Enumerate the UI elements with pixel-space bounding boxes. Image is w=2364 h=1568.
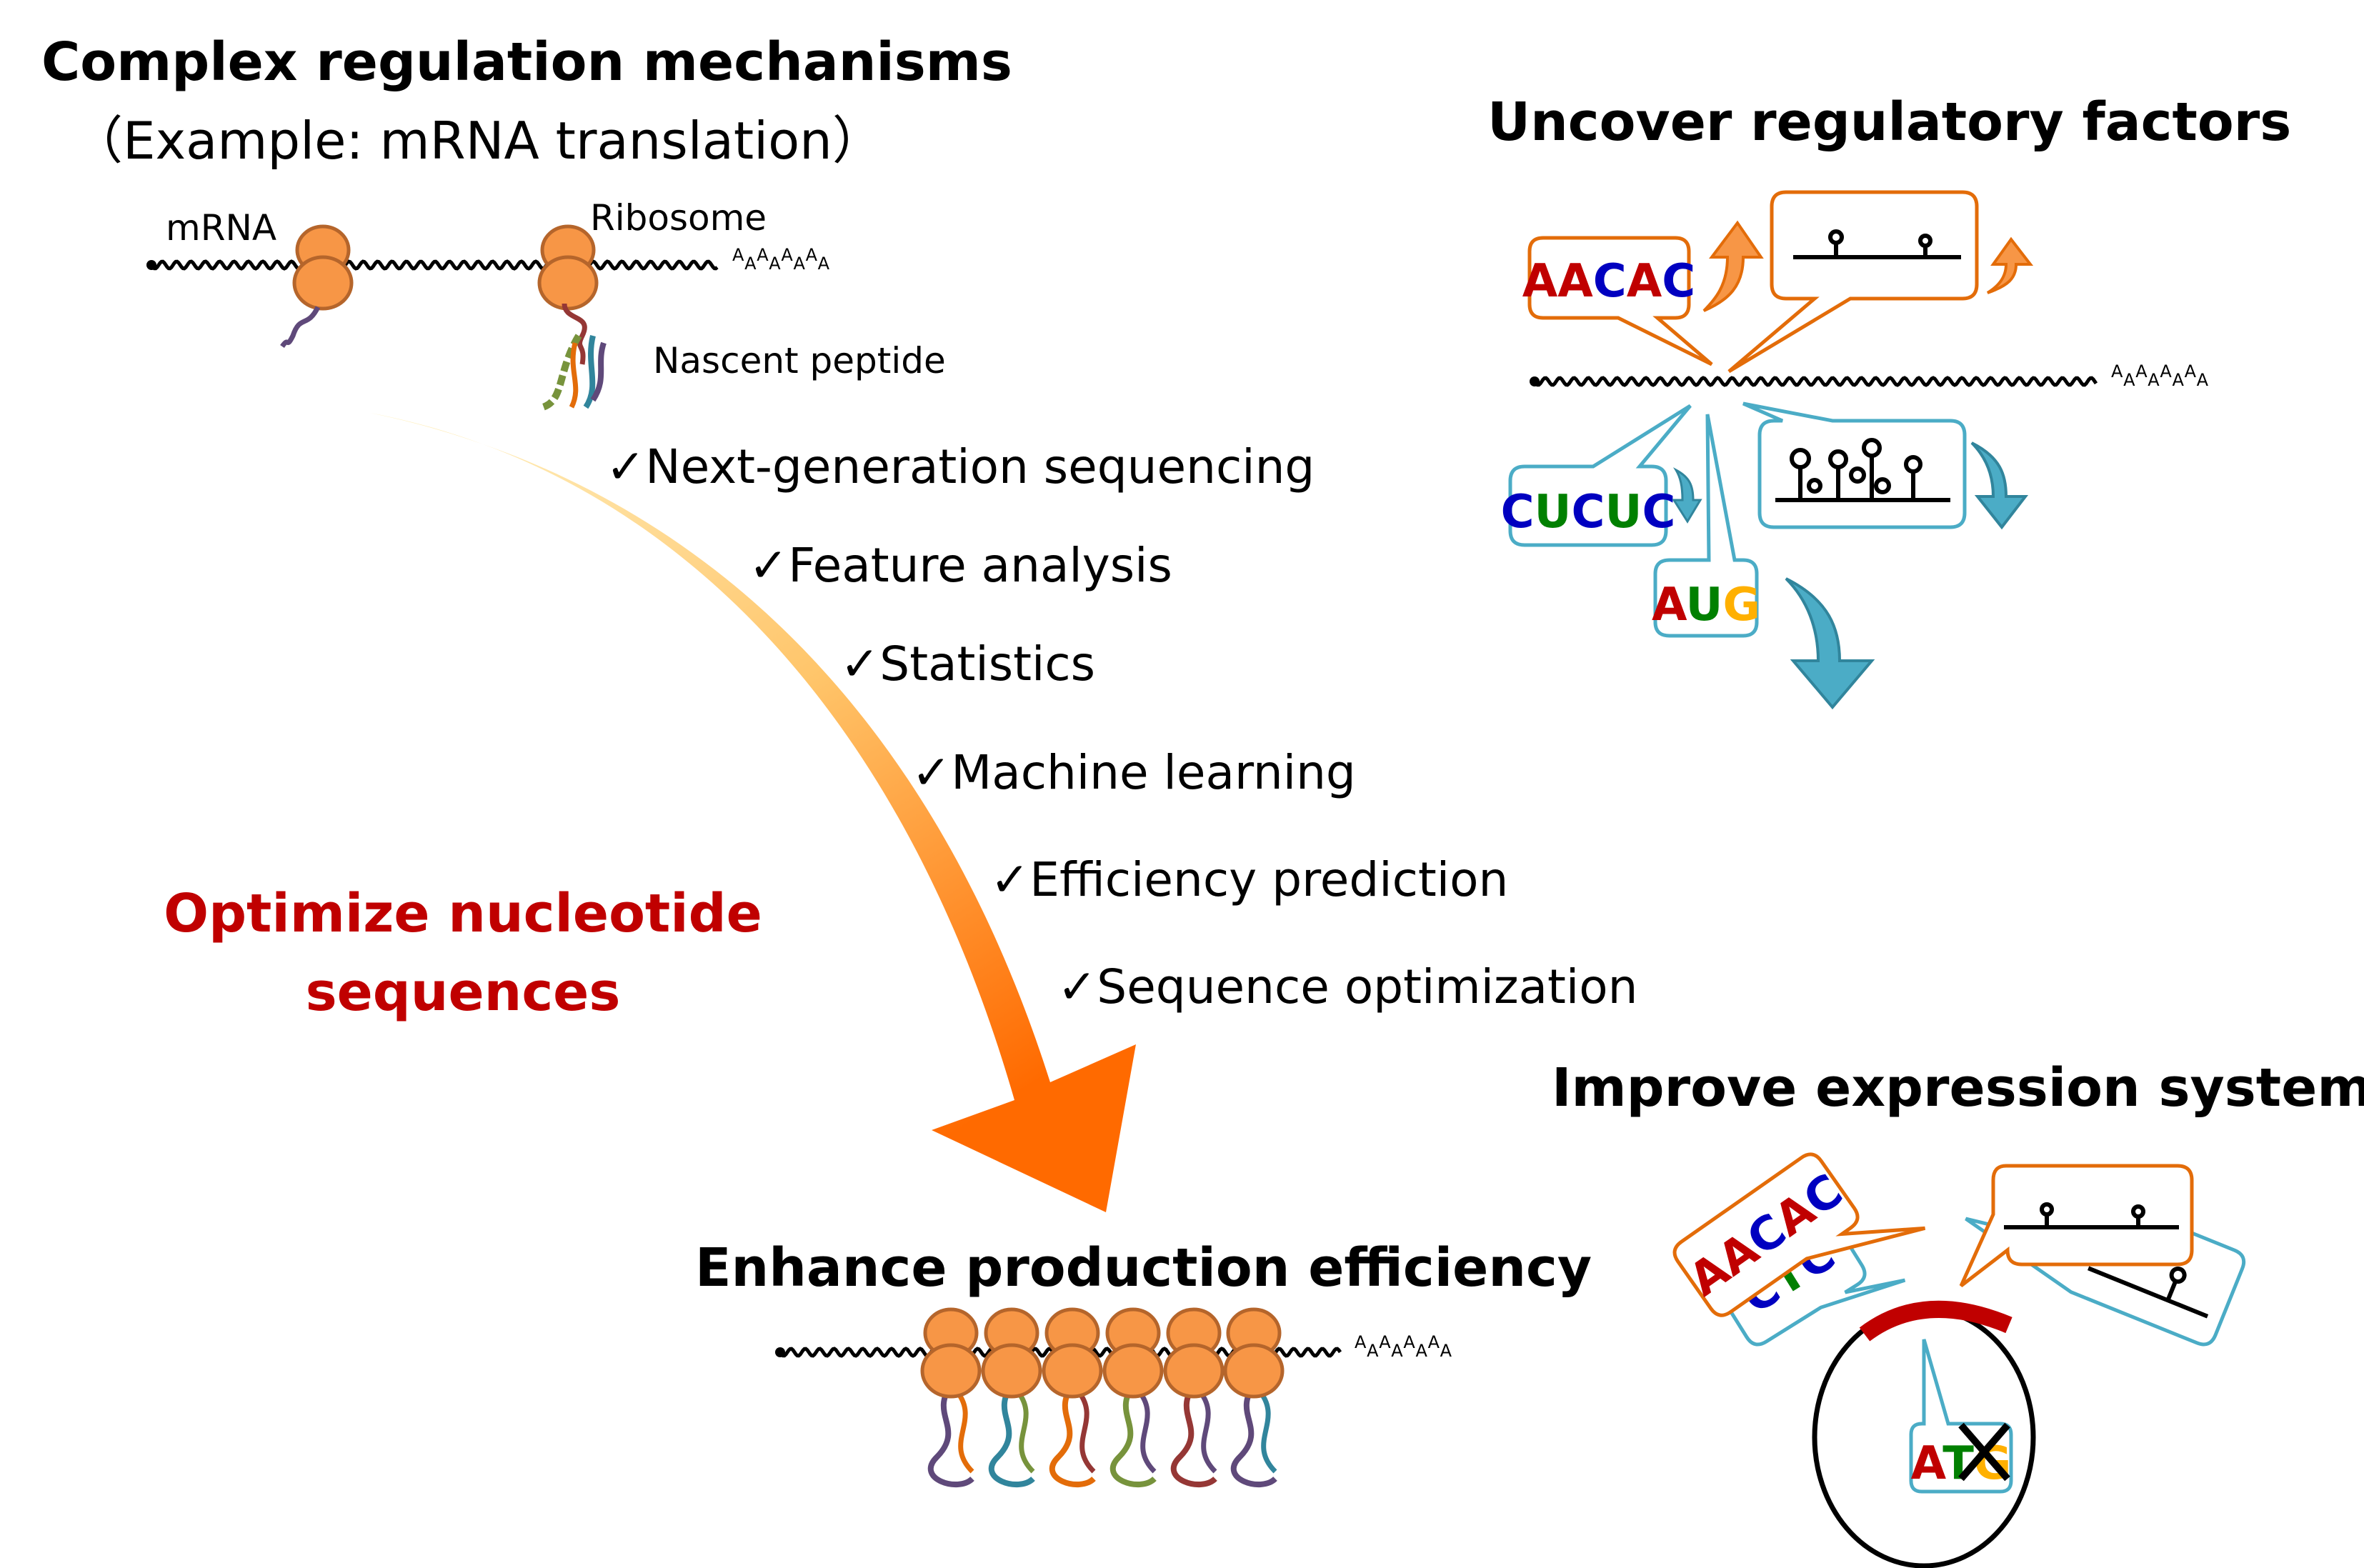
bottom-title: Enhance production efficiency xyxy=(695,1237,1592,1299)
check-item-feature: ✓Feature analysis xyxy=(749,538,1172,593)
down-arrow-icon-large xyxy=(1785,577,1875,710)
improve-title: Improve expression systems xyxy=(1552,1057,2364,1119)
multi-hairpin-icon xyxy=(1775,438,1950,502)
peptide-chain xyxy=(1259,1391,1277,1474)
up-arrow-icon-small xyxy=(1986,236,2034,294)
mrna-wave xyxy=(1532,376,2098,387)
down-arrow-icon xyxy=(1970,441,2029,530)
codon-bubble-atg: ATG xyxy=(1909,1339,2013,1494)
peptide-chain xyxy=(1199,1391,1217,1474)
peptide-short xyxy=(280,306,321,349)
peptide-chain xyxy=(1077,1391,1096,1474)
ribosome-large-subunit xyxy=(1163,1343,1225,1399)
ribosome-large-subunit xyxy=(292,255,354,311)
ribosome-large-subunit xyxy=(981,1343,1042,1399)
polysome-ribosomes xyxy=(920,1307,1285,1399)
peptide-chain xyxy=(1170,1384,1217,1487)
workflow-arrow xyxy=(370,413,1136,1212)
ribosome-large-subunit xyxy=(1223,1343,1285,1399)
ribosome-large-subunit xyxy=(537,255,599,311)
check-item-optimization: ✓Sequence optimization xyxy=(1057,959,1637,1014)
down-arrow-icon-small xyxy=(1672,467,1702,524)
mrna-label: mRNA xyxy=(166,207,276,249)
check-item-statistics: ✓Statistics xyxy=(840,636,1095,691)
motif-bubble-aacac: AACAC xyxy=(1522,236,1713,366)
peptide-chain xyxy=(1017,1391,1035,1474)
left-subtitle: （Example: mRNA translation） xyxy=(71,111,884,171)
ribosome-large-subunit xyxy=(1102,1343,1164,1399)
peptide-chain xyxy=(1138,1391,1157,1474)
ribosomes-top xyxy=(292,224,599,311)
plasmid-gene-region xyxy=(1859,1300,2013,1342)
peptide-chain xyxy=(956,1391,974,1474)
start-codon-bubble: AUG xyxy=(1652,414,1760,638)
nascent-peptides-icon xyxy=(927,1384,1277,1487)
mrna-strand-top: AAAAAAAA xyxy=(146,245,830,274)
uncover-title: Uncover regulatory factors xyxy=(1487,91,2291,153)
check-item-ngs: ✓Next-generation sequencing xyxy=(606,439,1315,494)
check-item-prediction: ✓Efficiency prediction xyxy=(990,852,1508,907)
ribosome-large-subunit xyxy=(1042,1343,1103,1399)
cross-icon xyxy=(1958,1422,2010,1482)
peptide-chain xyxy=(988,1384,1035,1487)
peptide-chain xyxy=(927,1384,974,1487)
structure-bubble-up xyxy=(1727,190,1979,374)
left-title: Complex regulation mechanisms xyxy=(41,31,1012,93)
mrna-strand-right: AAAAAAAA xyxy=(1530,361,2209,390)
svg-text:AUG: AUG xyxy=(1652,579,1760,631)
up-arrow-icon xyxy=(1702,220,1764,312)
structure-bubble-down xyxy=(1742,401,1967,529)
polya-tail: AAAAAAAA xyxy=(2111,361,2209,390)
cap-5prime xyxy=(146,260,156,270)
nascent-peptide-icon xyxy=(541,303,607,411)
polya-tail: AAAAAAAA xyxy=(1355,1332,1452,1361)
optimize-line2: sequences xyxy=(306,962,621,1023)
svg-text:AACAC: AACAC xyxy=(1522,255,1696,308)
hairpin-icon xyxy=(1793,229,1961,259)
check-item-ml: ✓Machine learning xyxy=(912,745,1356,800)
ribosome-label: Ribosome xyxy=(590,197,767,239)
svg-text:CUCUC: CUCUC xyxy=(1501,486,1676,539)
cap-5prime xyxy=(775,1347,785,1357)
mrna-wave xyxy=(149,259,719,271)
peptide-label: Nascent peptide xyxy=(653,340,946,381)
optimize-line1: Optimize nucleotide xyxy=(164,883,762,944)
ribosome-large-subunit xyxy=(920,1343,982,1399)
hairpin-icon xyxy=(2004,1202,2179,1229)
cap-5prime xyxy=(1530,376,1540,386)
structure-bubble-plasmid xyxy=(1959,1164,2194,1287)
peptide-chain xyxy=(1049,1384,1096,1487)
polya-tail: AAAAAAAA xyxy=(732,245,830,274)
peptide-chain xyxy=(1230,1384,1277,1487)
peptide-chain xyxy=(1109,1384,1157,1487)
motif-bubble-cucuc: CUCUC xyxy=(1501,404,1692,547)
